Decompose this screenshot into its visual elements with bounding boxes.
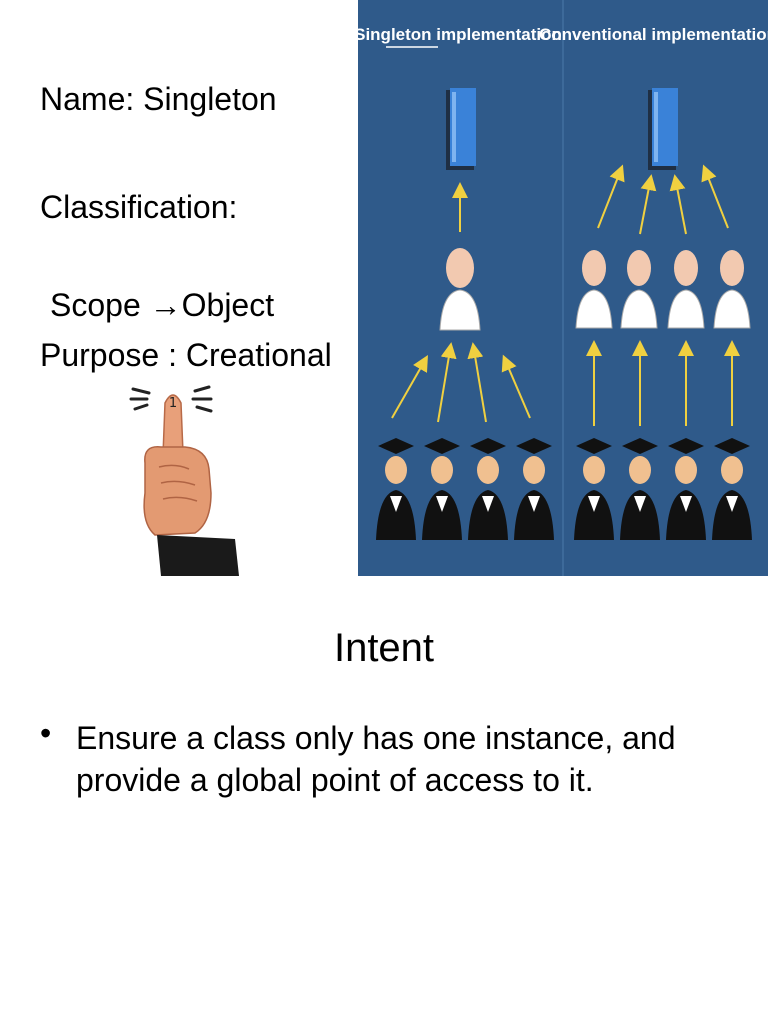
graduate-icon — [712, 438, 752, 540]
intent-title: Intent — [333, 626, 435, 670]
graduate-icon — [422, 438, 462, 540]
graduate-icon — [468, 438, 508, 540]
book-icon — [446, 88, 476, 170]
person-icon — [713, 250, 751, 329]
graduate-icon — [376, 438, 416, 540]
hand-badge-number: 1 — [169, 396, 177, 411]
implementation-diagram: Singleton implementation Conventional im… — [358, 0, 768, 576]
person-icon — [620, 250, 658, 329]
person-icon — [667, 250, 705, 329]
graduate-icon — [574, 438, 614, 540]
classification-label: Classification: — [40, 189, 238, 225]
graduate-icon — [514, 438, 554, 540]
singleton-heading: Singleton implementation — [358, 25, 562, 44]
name-line: Name: Singleton — [40, 81, 277, 117]
graduate-icon — [666, 438, 706, 540]
bullet-marker: • — [40, 715, 52, 751]
conventional-heading: Conventional implementation — [539, 25, 768, 44]
intent-bullet: Ensure a class only has one instance, an… — [76, 720, 676, 798]
purpose-line: Purpose : Creational — [40, 337, 332, 373]
book-icon — [648, 88, 678, 170]
person-icon — [439, 248, 481, 331]
raised-finger-image: 1 — [115, 383, 275, 576]
graduate-icon — [620, 438, 660, 540]
scope-line: Scope →Object — [50, 287, 275, 323]
person-icon — [575, 250, 613, 329]
